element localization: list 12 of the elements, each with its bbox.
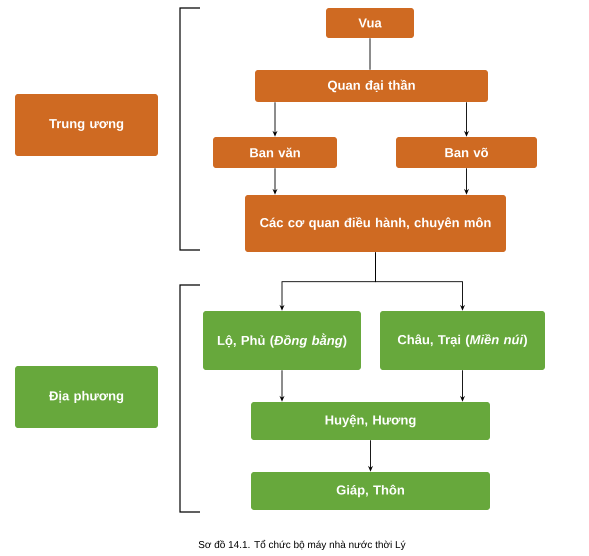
process-box: Giáp, Thôn [251, 472, 490, 510]
process-box: Vua [326, 8, 414, 38]
process-box: Quan đại thần [255, 70, 488, 102]
process-box: Các cơ quan điều hành, chuyên môn [245, 195, 506, 252]
category-box: Trung ương [15, 94, 158, 156]
process-box: Ban văn [213, 137, 337, 168]
process-box: Châu, Trại (Miền núi) [380, 311, 545, 370]
category-box: Địa phương [15, 366, 158, 428]
process-box: Huyện, Hương [251, 402, 490, 440]
process-box: Ban võ [396, 137, 537, 168]
process-box: Lộ, Phủ (Đồng bằng) [203, 311, 361, 370]
caption: Sơ đồ 14.1. Tổ chức bộ máy nhà nước thời Lý [198, 540, 406, 550]
